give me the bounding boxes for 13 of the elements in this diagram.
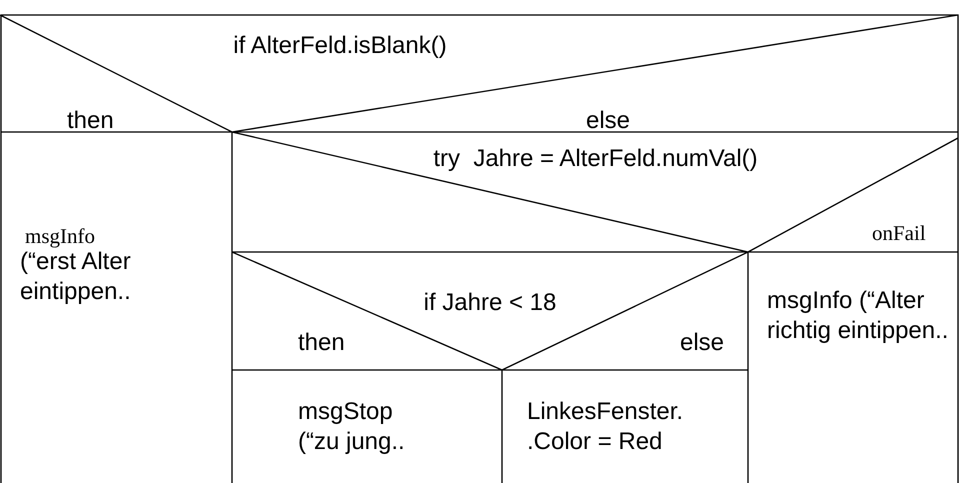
branch-label: else <box>680 328 724 358</box>
branch-label: then <box>67 106 114 136</box>
statement-text: LinkesFenster. .Color = Red <box>527 397 684 457</box>
statement-text: (“erst Alter eintippen.. <box>20 248 132 307</box>
statement-text: try Jahre = AlterFeld.numVal() <box>432 144 759 174</box>
branch-label: else <box>586 106 630 136</box>
condition-text: if Jahre < 18 <box>422 288 558 318</box>
statement-text: msgInfo <box>25 223 95 250</box>
statement-text: msgInfo (“Alter richtig eintippen.. <box>767 286 950 346</box>
statement-text: msgStop (“zu jung.. <box>298 397 406 457</box>
condition-text: if AlterFeld.isBlank() <box>232 31 448 61</box>
branch-label: then <box>298 328 345 358</box>
branch-label: onFail <box>872 220 926 247</box>
